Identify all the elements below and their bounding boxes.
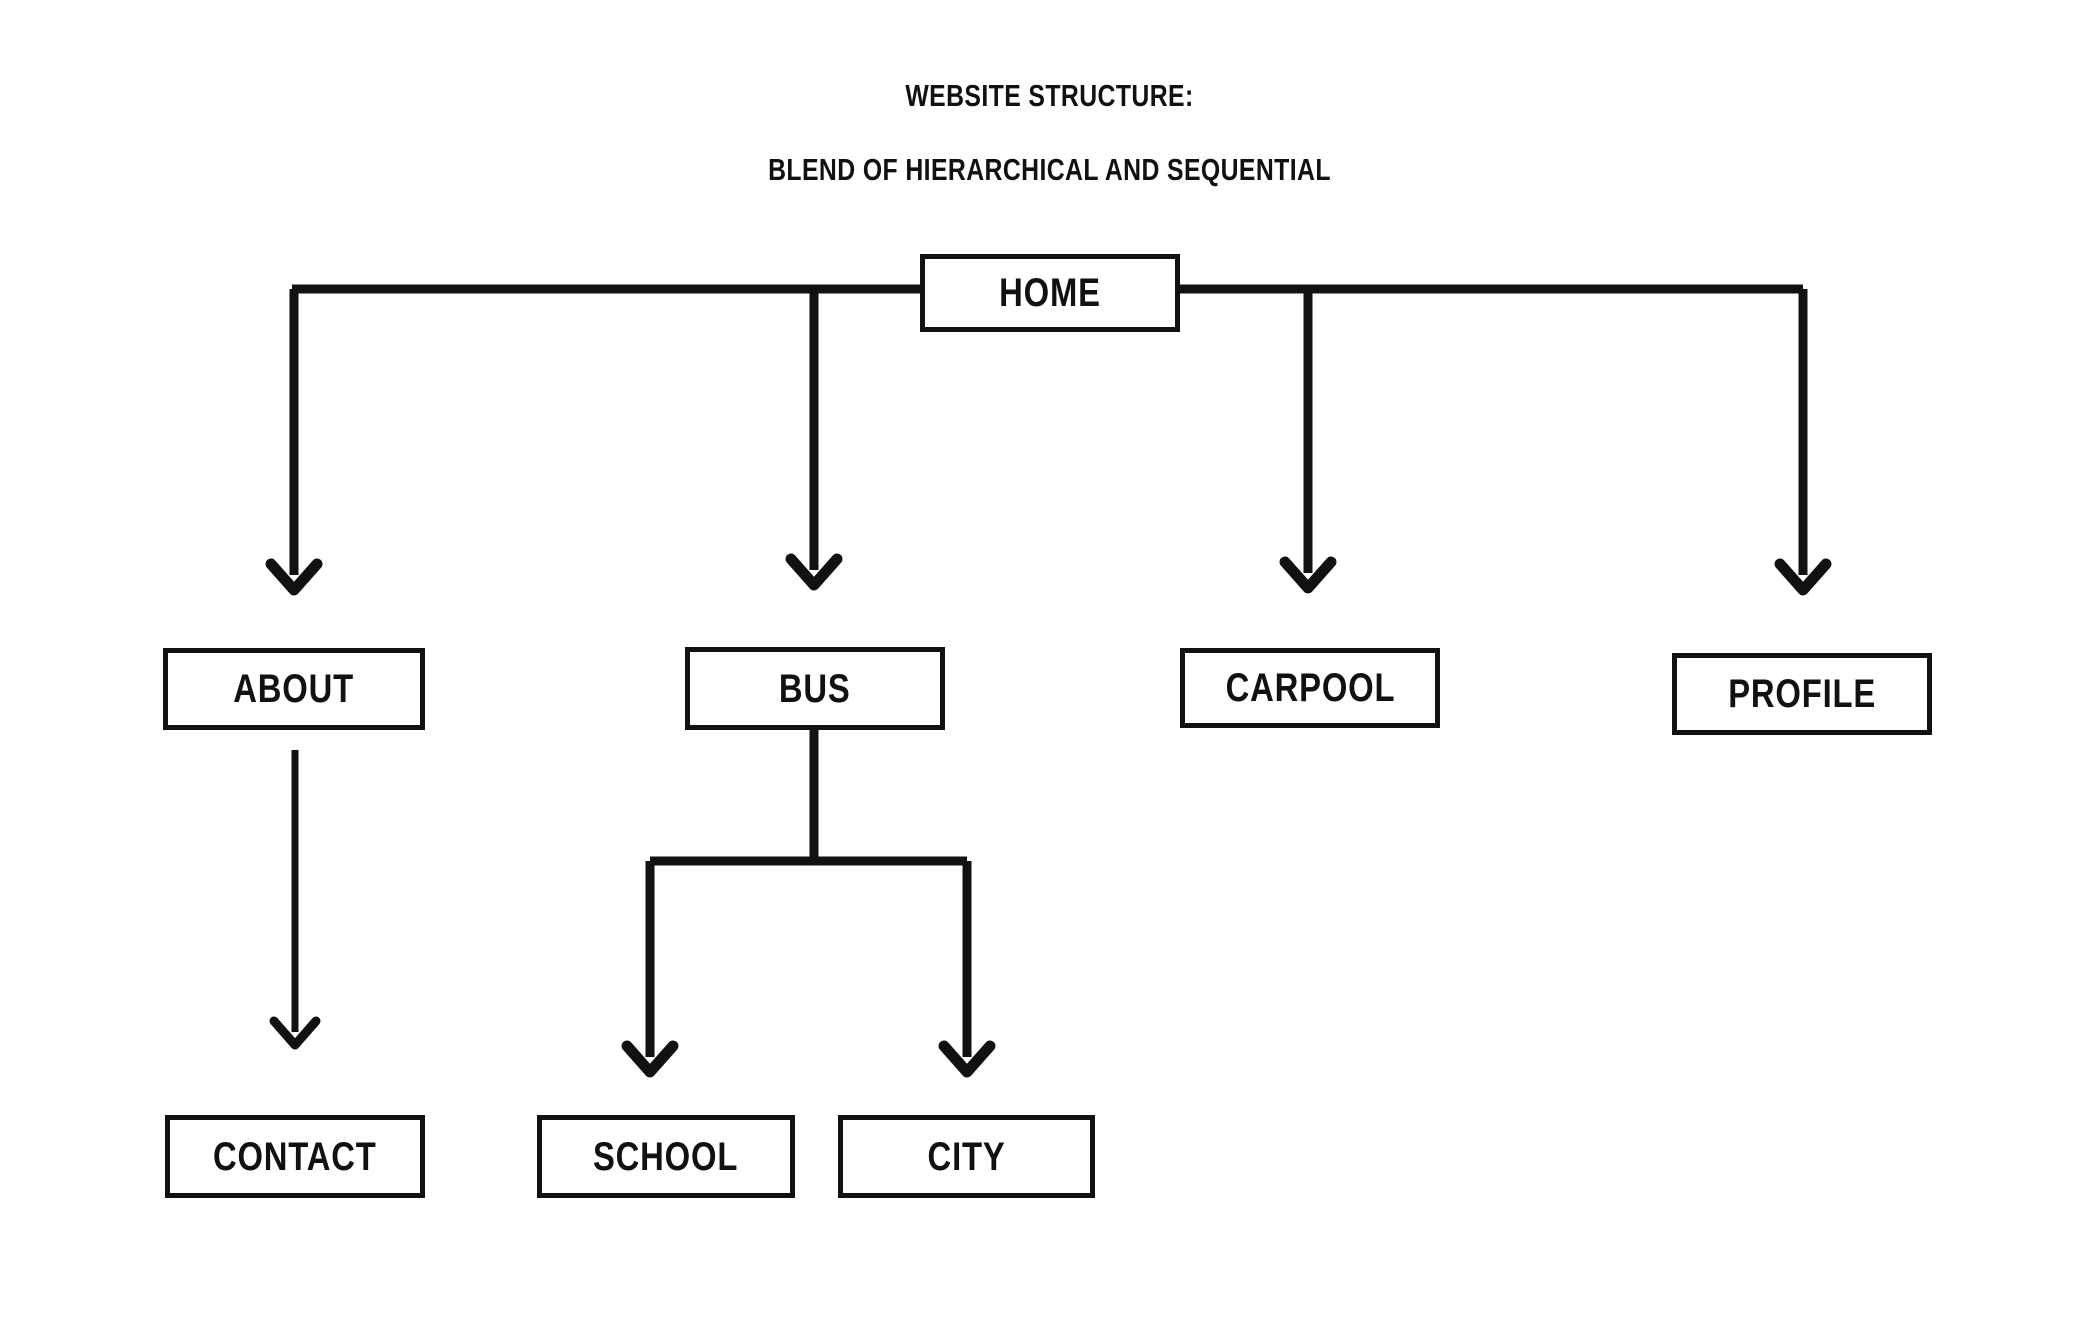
diagram-title-line-1: WEBSITE STRUCTURE: xyxy=(905,78,1194,113)
node-bus[interactable]: BUS xyxy=(685,647,945,730)
arrowhead-city xyxy=(938,1040,996,1078)
node-home-label: HOME xyxy=(999,271,1101,315)
node-city[interactable]: CITY xyxy=(838,1115,1095,1198)
arrowhead-contact xyxy=(269,1016,321,1050)
node-school-label: SCHOOL xyxy=(593,1134,739,1179)
arrowhead-about xyxy=(265,558,323,596)
node-carpool-label: CARPOOL xyxy=(1225,666,1395,710)
node-profile-label: PROFILE xyxy=(1728,672,1876,716)
node-carpool[interactable]: CARPOOL xyxy=(1180,648,1440,728)
node-profile[interactable]: PROFILE xyxy=(1672,653,1932,735)
node-school[interactable]: SCHOOL xyxy=(537,1115,795,1198)
node-contact-label: CONTACT xyxy=(213,1134,377,1179)
arrowhead-school xyxy=(621,1040,679,1078)
node-home[interactable]: HOME xyxy=(920,254,1180,332)
node-contact[interactable]: CONTACT xyxy=(165,1115,425,1198)
node-about-label: ABOUT xyxy=(233,667,355,711)
arrowhead-profile xyxy=(1774,558,1832,596)
node-city-label: CITY xyxy=(927,1134,1006,1179)
diagram-title-line-2: BLEND OF HIERARCHICAL AND SEQUENTIAL xyxy=(768,152,1331,187)
arrowhead-carpool xyxy=(1279,556,1337,594)
node-about[interactable]: ABOUT xyxy=(163,648,425,730)
node-bus-label: BUS xyxy=(779,666,851,711)
arrowhead-bus xyxy=(785,553,843,591)
